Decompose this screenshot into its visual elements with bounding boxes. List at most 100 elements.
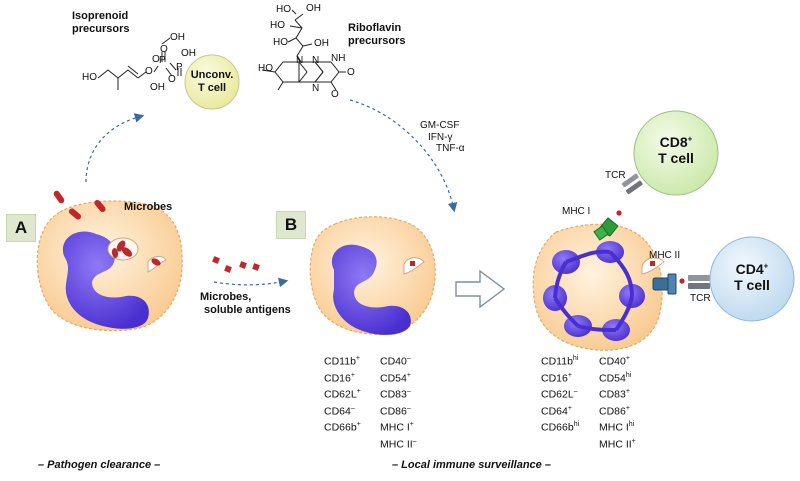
marker-level: hi [628,421,635,428]
chem-label: O [168,74,176,85]
marker-level: hi [572,355,579,362]
marker-name: CD66b [324,421,357,434]
cd4-name-text: CD4 [735,261,764,277]
chem-label: HO [276,4,291,15]
marker-name: CD16 [541,372,568,384]
marker-name: CD83 [599,388,626,401]
engulfing-pocket-b [403,257,425,275]
chem-label: O [145,66,153,77]
activated-nucleus [543,241,645,341]
transition-arrow [455,269,506,309]
antigen-arrow [213,277,289,288]
chem-label: N [296,55,304,66]
marker-name: MHC II [380,438,413,450]
marker-level: + [567,371,572,379]
chem-label: O [152,54,160,65]
marker-name: CD40 [599,355,626,368]
marker-level: + [356,388,361,395]
isoprenoid-label-line: precursors [72,22,130,35]
marker-row: CD83+ [599,385,636,402]
marker-row: MHC II+ [599,435,636,452]
cd8-name: CD8+ [636,134,716,150]
cytokine-tnf-alpha: TNF-α [436,143,465,154]
marker-level: + [625,355,630,362]
chem-label: OH [150,82,165,93]
mhc-i-label: MHC I [562,206,591,217]
tcr-cd8 [621,173,643,195]
marker-level: + [355,355,360,362]
cytokine-gm-csf: GM-CSF [420,120,460,131]
marker-level: + [625,388,630,395]
marker-name: CD11b [541,355,573,368]
chem-label: N [312,83,320,94]
chem-label: N [312,55,320,66]
marker-level: + [567,404,572,412]
microbes-soluble-label: Microbes, soluble antigens [200,291,291,316]
microbes-label: Microbes [124,201,173,213]
marker-level: + [625,404,630,412]
marker-row: MHC I+ [380,418,417,435]
marker-row: CD83– [380,385,417,402]
soluble-antigens [212,256,260,273]
cytokine-ifn-gamma: IFN-γ [428,131,453,143]
marker-row: CD40– [380,352,417,369]
cd4-name: CD4+ [712,261,792,277]
markers-b-col1: CD11b+CD16+CD62L+CD64–CD66b+ [324,352,361,435]
isoprenoid-label: Isoprenoid precursors [72,10,129,35]
marker-row: CD62L– [541,385,579,402]
chem-label: OH [314,38,329,49]
marker-name: CD40 [380,355,407,368]
isoprenoid-structure [97,37,182,90]
marker-level: + [356,421,361,428]
marker-name: CD62L [324,388,357,401]
marker-row: MHC Ihi [599,418,636,435]
marker-name: CD86 [380,405,407,417]
chem-label: OH [170,32,185,43]
markers-b-col2: CD40–CD54+CD83–CD86–MHC I+MHC II– [380,352,417,451]
marker-row: CD54hi [599,369,636,386]
cd8-t-cell-body [633,110,719,196]
marker-level: hi [625,371,632,379]
microbes-soluble-line: Microbes, [200,291,252,303]
cd4-sup: + [763,261,769,271]
marker-level: + [631,437,636,445]
marker-name: CD64 [324,405,351,417]
marker-name: CD54 [599,372,626,384]
riboflavin-label: Riboflavin precursors [348,22,405,47]
marker-level: + [350,371,355,379]
marker-name: CD62L [541,388,574,401]
riboflavin-structure [261,9,346,91]
marker-name: MHC I [380,421,410,434]
marker-row: CD16+ [541,369,579,386]
cd8-suffix: T cell [658,150,694,167]
footer-pathogen-clearance: – Pathogen clearance – [38,459,161,471]
mhc-i-molecule [593,210,622,241]
unconv-t-cell-body [184,54,240,110]
marker-level: – [406,388,411,395]
tcr-cd8-label: TCR [605,170,626,181]
panel-b-label: B [276,211,306,239]
microbes-a [53,190,106,220]
marker-row: CD54+ [380,369,417,386]
engulfing-pocket-act [641,257,665,275]
chem-label: P [159,55,166,66]
marker-name: CD11b [324,355,356,368]
marker-row: CD86– [380,402,417,419]
marker-row: CD11bhi [541,352,579,369]
marker-row: CD40+ [599,352,636,369]
marker-row: CD64+ [541,402,579,419]
chem-label: OH [306,3,321,14]
marker-name: MHC I [599,421,629,434]
cd4-suffix: T cell [734,277,770,294]
marker-name: CD83 [380,388,407,401]
engulfing-pocket-a [147,255,167,273]
cd8-name-text: CD8 [659,134,688,150]
chem-label: HO [82,72,97,83]
marker-level: – [406,355,411,362]
chem-label: O [160,44,168,55]
marker-level: – [412,437,417,445]
marker-level: – [350,404,355,412]
marker-row: CD66bhi [541,418,579,435]
